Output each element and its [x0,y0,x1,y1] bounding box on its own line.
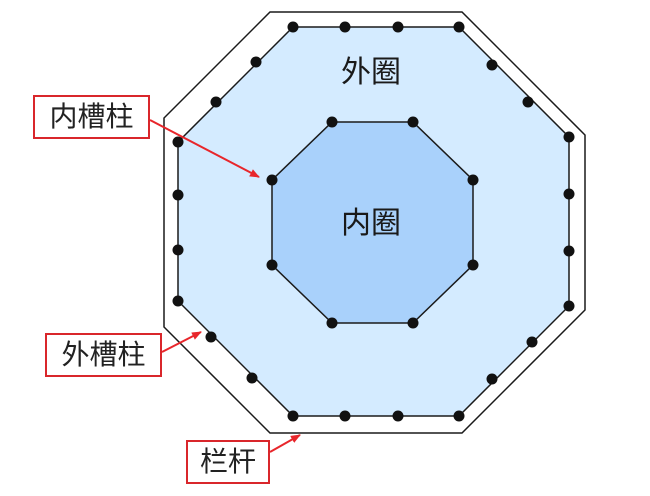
outer-column-dot [563,300,575,312]
inner-columns [266,116,479,329]
inner-column-dot [467,259,479,271]
inner-column-callout-label: 内槽柱 [33,95,150,139]
inner-ring-label: 内圈 [341,206,401,241]
outer-column-dot [172,136,184,148]
railing-callout-label: 栏杆 [186,440,270,484]
outer-columns [172,21,575,422]
inner-column-dot [407,116,419,128]
inner-column-dot [326,317,338,329]
outer-column-dot [210,96,222,108]
inner-column-dot [467,174,479,186]
outer-column-dot [392,410,404,422]
outer-column-dot [563,131,575,143]
inner-column-dot [266,259,278,271]
outer-column-dot [526,336,538,348]
outer-column-dot [172,295,184,307]
outer-column-dot [522,96,534,108]
outer-column-dot [453,410,465,422]
outer-column-dot [205,331,217,343]
inner-column-dot [266,174,278,186]
outer-column-dot [339,410,351,422]
inner-column-dot [407,317,419,329]
outer-column-dot [392,21,404,33]
outer-column-dot [250,56,262,68]
outer-column-dot [172,244,184,256]
outer-column-dot [453,21,465,33]
outer-column-dot [287,410,299,422]
outer-column-dot [563,188,575,200]
outer-column-callout-label: 外槽柱 [45,333,162,377]
outer-column-dot [486,373,498,385]
outer-ring-label: 外圈 [341,55,401,90]
outer-column-dot [287,21,299,33]
outer-column-callout-arrow [161,331,202,353]
outer-column-dot [246,372,258,384]
outer-column-dot [486,59,498,71]
outer-column-dot [172,189,184,201]
outer-column-dot [563,245,575,257]
inner-column-callout-arrow [149,119,260,178]
outer-column-dot [339,21,351,33]
railing-callout-arrow [269,434,301,453]
railing-outline [163,11,586,434]
inner-column-dot [326,116,338,128]
